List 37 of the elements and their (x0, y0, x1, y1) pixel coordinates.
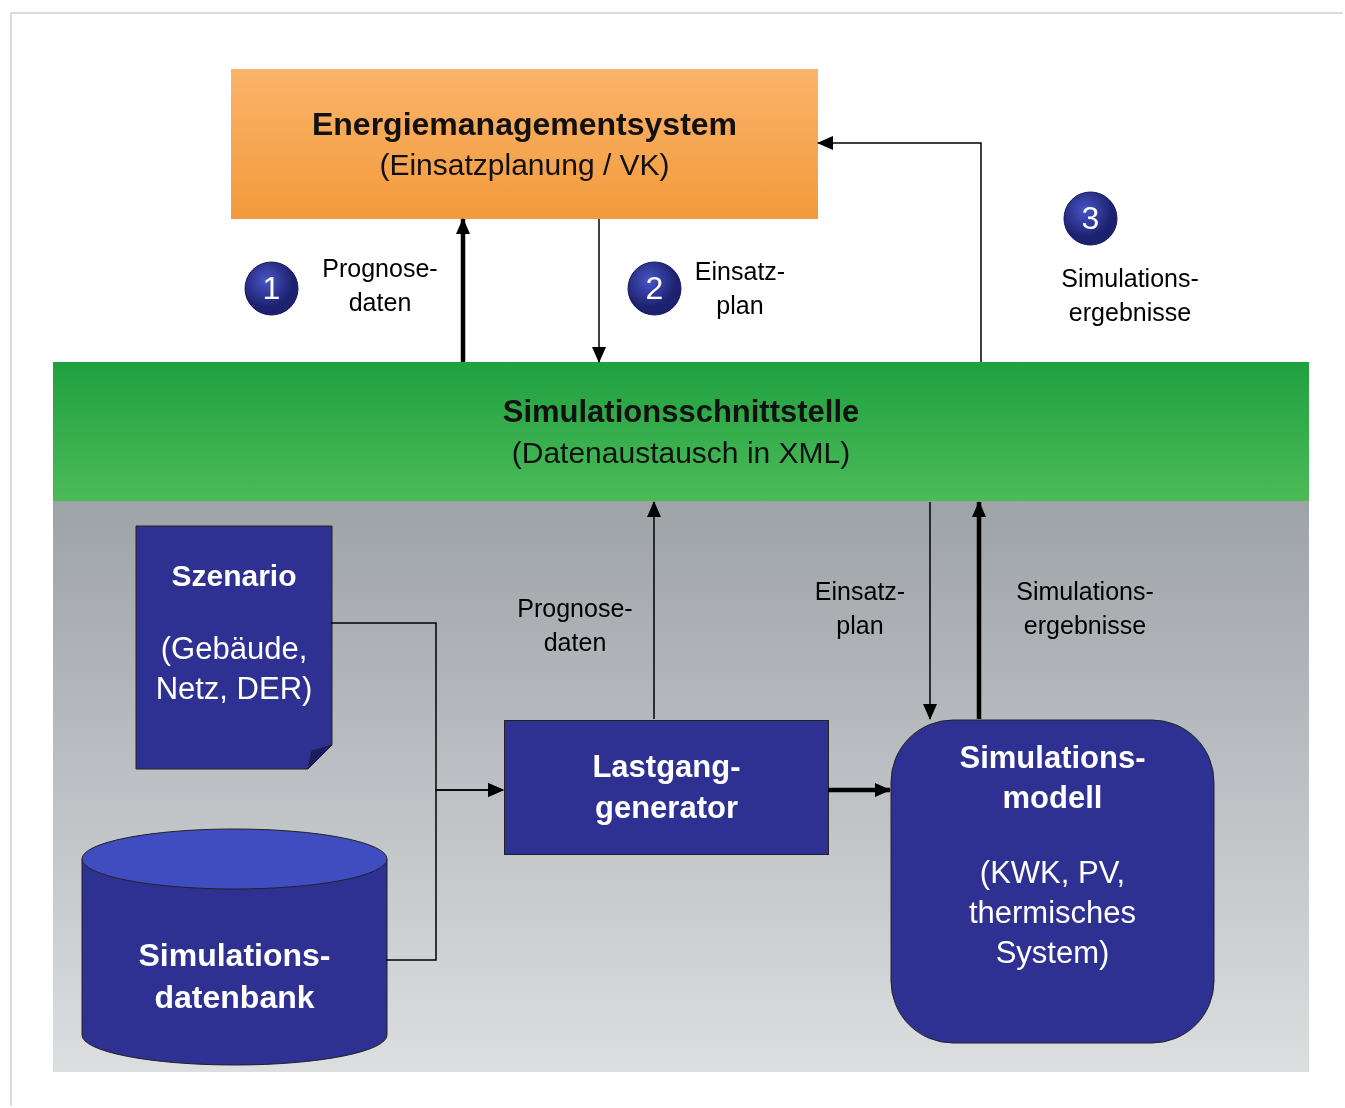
arrow (972, 501, 986, 719)
node-description: (Datenaustausch in XML) (511, 434, 851, 471)
node-description: (Einsatzplanung / VK) (379, 147, 670, 184)
node-title: Simulations- modell (958, 739, 1147, 818)
step-number: 2 (645, 268, 664, 308)
arrow (923, 501, 937, 720)
step-number-circle (244, 261, 299, 316)
arrow (385, 783, 504, 961)
edge-label: Simulations- ergebnisse (1015, 576, 1155, 641)
system-box (231, 69, 818, 219)
edge-label: Simulations- ergebnisse (1060, 263, 1200, 328)
node-title: Lastgang- generator (591, 748, 742, 827)
rounded-process-box (891, 720, 1214, 1043)
node-description: (KWK, PV, thermisches System) (967, 853, 1138, 973)
node-title: Szenario (171, 558, 297, 594)
step-number-circle (627, 261, 682, 316)
edge-label: Einsatz- plan (693, 256, 787, 321)
node-description: (Gebäude, Netz, DER) (154, 630, 314, 709)
node-title: Energiemanagementsystem (311, 104, 738, 144)
node-title: Simulations- datenbank (137, 936, 332, 1017)
process-box (504, 720, 829, 855)
step-number-circle (1063, 191, 1118, 246)
node-title: Simulationsschnittstelle (502, 393, 860, 432)
arrow (828, 783, 891, 797)
arrow (456, 218, 470, 362)
interface-band (53, 362, 1309, 502)
arrow (817, 136, 982, 363)
document-node (136, 526, 332, 769)
arrow (647, 501, 661, 720)
database-cylinder (82, 829, 387, 1065)
panel-background (53, 501, 1309, 1072)
edge-label: Prognose- daten (516, 593, 634, 658)
edge-label: Prognose- daten (321, 253, 439, 318)
step-number: 3 (1081, 198, 1100, 238)
arrow (592, 218, 606, 363)
edge-label: Einsatz- plan (813, 576, 907, 641)
step-number: 1 (262, 268, 281, 308)
